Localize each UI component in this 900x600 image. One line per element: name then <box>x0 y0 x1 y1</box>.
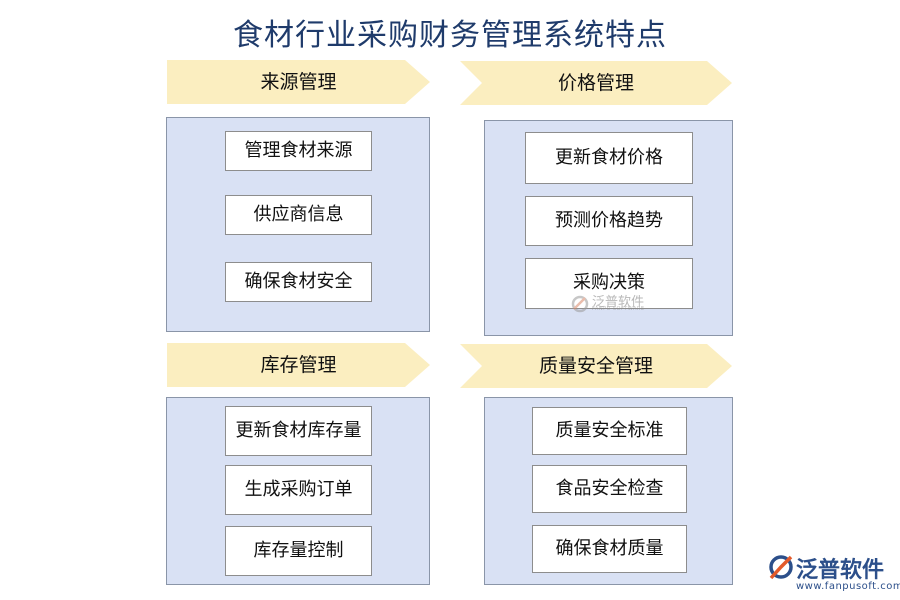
list-item: 质量安全标准 <box>532 407 687 455</box>
section-heading-source: 来源管理 <box>167 60 430 104</box>
section-heading-price: 价格管理 <box>460 61 732 105</box>
section-heading-label: 来源管理 <box>260 71 337 93</box>
section-heading-label: 质量安全管理 <box>538 355 653 377</box>
list-item: 采购决策 <box>525 258 693 309</box>
banner-arrow-shape <box>460 61 732 105</box>
list-item: 确保食材安全 <box>225 262 372 302</box>
section-heading-label: 价格管理 <box>557 72 634 94</box>
list-item: 库存量控制 <box>225 526 372 576</box>
list-item: 生成采购订单 <box>225 465 372 515</box>
fanpu-logo-icon <box>769 555 793 580</box>
section-panel-source: 管理食材来源 供应商信息 确保食材安全 <box>166 117 430 332</box>
section-heading-quality: 质量安全管理 <box>460 344 732 388</box>
banner-arrow-shape <box>167 343 430 387</box>
page-title: 食材行业采购财务管理系统特点 <box>233 18 667 53</box>
section-heading-inventory: 库存管理 <box>167 343 430 387</box>
brand-logo: 泛普软件 www.fanpusoft.com <box>768 550 900 594</box>
list-item: 食品安全检查 <box>532 465 687 513</box>
section-panel-price: 更新食材价格 预测价格趋势 采购决策 <box>484 120 733 336</box>
watermark: 泛普软件 FANPU SOFTWARE <box>570 294 652 314</box>
list-item: 管理食材来源 <box>225 131 372 171</box>
brand-name: 泛普软件 <box>796 558 885 583</box>
list-item: 预测价格趋势 <box>525 196 693 246</box>
fanpu-logo-icon <box>571 295 589 313</box>
section-heading-label: 库存管理 <box>260 354 337 376</box>
list-item: 确保食材质量 <box>532 525 687 573</box>
watermark-text: 泛普软件 <box>592 295 645 310</box>
watermark-subtext: FANPU SOFTWARE <box>592 306 645 312</box>
list-item: 供应商信息 <box>225 195 372 235</box>
section-panel-quality: 质量安全标准 食品安全检查 确保食材质量 <box>484 397 733 585</box>
brand-url: www.fanpusoft.com <box>796 581 900 592</box>
banner-arrow-shape <box>460 344 732 388</box>
list-item: 更新食材库存量 <box>225 406 372 456</box>
section-panel-inventory: 更新食材库存量 生成采购订单 库存量控制 <box>166 397 430 585</box>
banner-arrow-shape <box>167 60 430 104</box>
list-item: 更新食材价格 <box>525 132 693 184</box>
